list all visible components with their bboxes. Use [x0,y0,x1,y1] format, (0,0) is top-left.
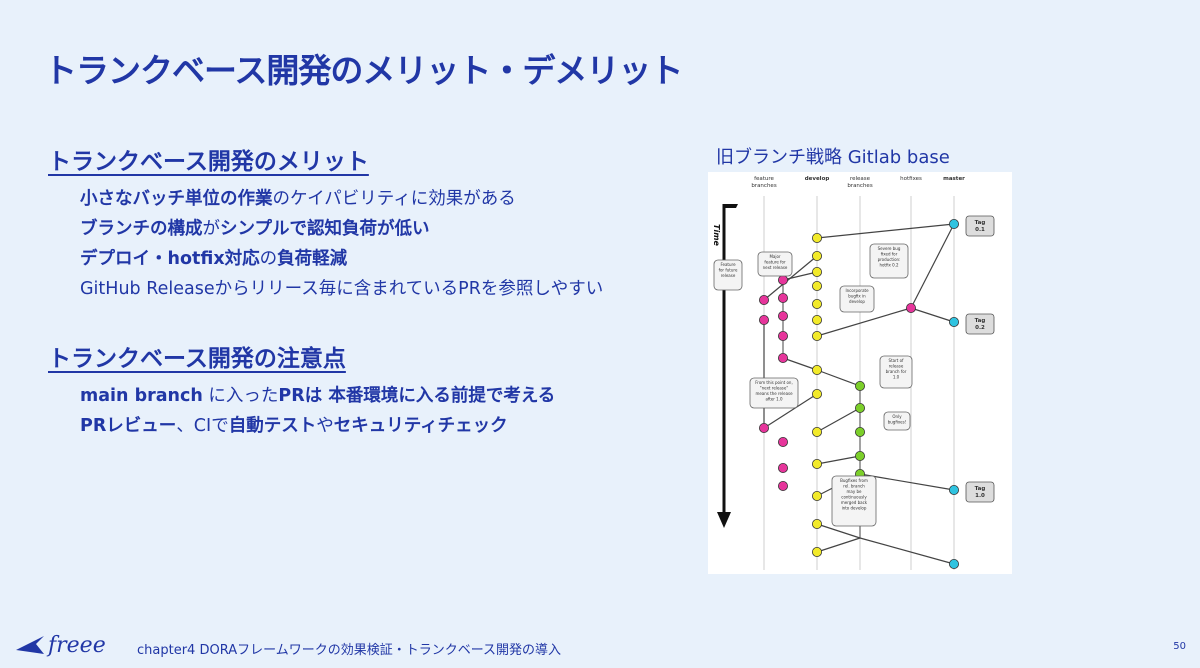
flow-link-10 [859,473,955,491]
time-label: Time [712,224,721,247]
note-box-2 [869,243,909,279]
develop-commit-8 [812,388,823,399]
master-commit-3 [948,558,959,569]
release-commit-0 [854,380,865,391]
develop-commit-13 [812,546,823,557]
tag-box-1 [965,313,995,335]
feature-b-commit-2 [778,310,789,321]
merits-heading: トランクベース開発のメリット [48,149,369,175]
flow-link-14 [859,537,955,565]
feature-b-commit-1 [778,293,789,304]
release-commit-2 [854,426,865,437]
diagram-caption: 旧ブランチ戦略 Gitlab base [716,147,950,168]
page-number: 50 [1173,641,1186,652]
flow-link-1 [910,223,955,309]
develop-commit-11 [812,490,823,501]
flow-link-0 [816,223,955,239]
develop-commit-3 [812,281,823,292]
flow-link-7 [816,369,861,387]
column-label-1: develop [805,176,830,182]
tag-box-0 [965,215,995,237]
feature-a-commit-1 [759,314,770,325]
column-label-4: master [943,176,965,182]
flow-link-16 [763,393,818,429]
flow-link-5 [782,271,818,281]
flow-link-2 [910,307,955,323]
feature-a-commit-0 [759,295,770,306]
master-commit-1 [948,316,959,327]
merit-item-3: デプロイ・hotfix対応の負荷軽減 [80,249,348,269]
feature-c-commit-0 [759,422,770,433]
feature-c-commit-3 [778,480,789,491]
develop-commit-5 [812,314,823,325]
hotfix-commit-0 [905,302,916,313]
caution-item-2: PRレビュー、CIで自動テストやセキュリティチェック [80,416,508,436]
develop-commit-6 [812,330,823,341]
flow-link-12 [816,523,861,539]
slide-title: トランクベース開発のメリット・デメリット [44,51,683,90]
feature-b-commit-3 [778,330,789,341]
tag-box-2 [965,481,995,503]
footer-chapter-text: chapter4 DORAフレームワークの効果検証・トランクベース開発の導入 [137,643,562,658]
develop-commit-0 [812,233,823,244]
feature-c-commit-1 [778,436,789,447]
freee-logo-text: freee [46,633,106,658]
develop-commit-1 [812,251,823,262]
release-commit-3 [854,450,865,461]
develop-commit-9 [812,426,823,437]
develop-commit-7 [812,364,823,375]
time-axis-top [724,204,738,208]
release-commit-1 [854,402,865,413]
master-commit-2 [948,484,959,495]
merit-item-1: 小さなバッチ単位の作業のケイパビリティに効果がある [80,189,516,209]
note-box-4 [879,355,913,389]
note-box-1 [757,251,793,277]
freee-logo: freee [16,633,106,658]
note-box-6 [883,411,911,431]
cautions-heading: トランクベース開発の注意点 [48,346,346,372]
freee-bird-icon [16,636,44,654]
master-commit-0 [948,219,959,230]
develop-commit-12 [812,518,823,529]
flow-link-9 [816,455,861,465]
merits-section: トランクベース開発のメリット 小さなバッチ単位の作業のケイパビリティに効果がある… [48,142,603,304]
develop-commit-2 [812,267,823,278]
merit-item-2: ブランチの構成がシンプルで認知負荷が低い [80,219,430,239]
note-box-7 [831,475,877,527]
develop-commit-10 [812,458,823,469]
flow-link-8 [816,407,861,433]
note-box-3 [839,285,875,313]
feature-b-commit-4 [778,352,789,363]
cautions-section: トランクベース開発の注意点 main branch に入ったPRは 本番環境に入… [48,339,555,441]
feature-c-commit-2 [778,462,789,473]
develop-commit-4 [812,299,823,310]
note-box-0 [713,259,743,291]
column-label-3: hotfixes [900,176,922,182]
flow-link-13 [816,537,861,553]
note-box-5 [749,377,799,409]
feature-b-commit-0 [778,275,789,286]
note-text-5: From this point on,"next release"means t… [755,380,793,402]
caution-item-1: main branch に入ったPRは 本番環境に入る前提で考える [80,386,556,406]
time-arrow-icon [717,512,731,528]
flow-link-3 [816,307,912,337]
flow-link-6 [782,357,818,371]
merit-item-4: GitHub Releaseからリリース毎に含まれているPRを参照しやすい [80,279,604,299]
